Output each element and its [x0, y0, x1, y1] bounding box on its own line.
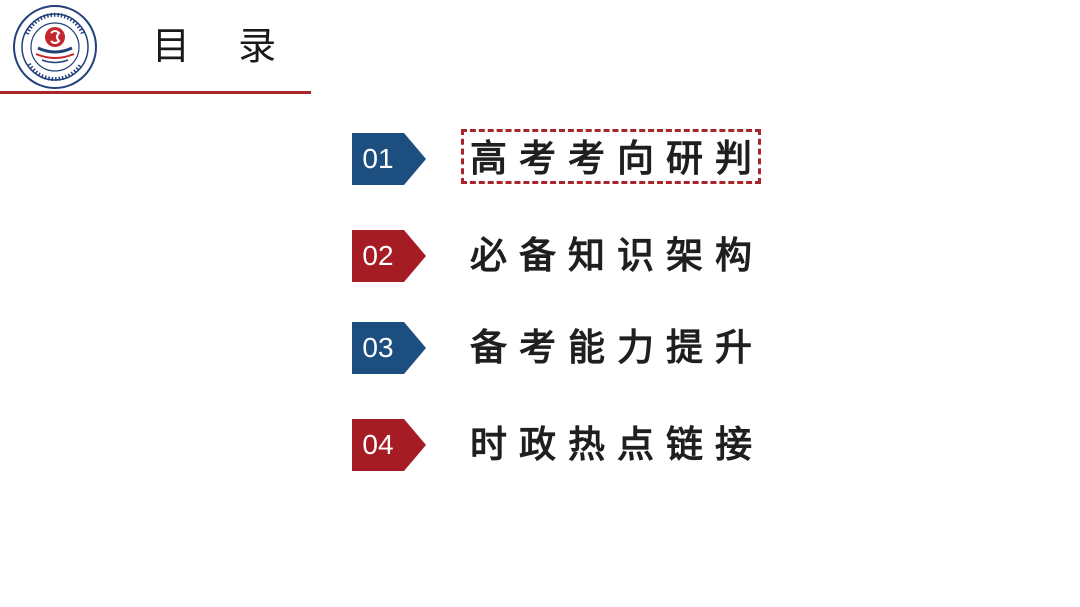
title-underline	[0, 91, 311, 94]
toc-number-badge: 03	[352, 322, 426, 374]
toc-item-3[interactable]: 03 备考能力提升	[352, 322, 802, 374]
toc-number-badge: 02	[352, 230, 426, 282]
page-title: 目 录	[152, 24, 295, 68]
toc-number-badge: 04	[352, 419, 426, 471]
school-emblem-icon	[12, 4, 98, 90]
toc-number: 04	[362, 429, 394, 460]
toc-label: 时政热点链接	[470, 423, 764, 466]
selection-highlight-box	[461, 129, 761, 184]
toc-label: 备考能力提升	[470, 326, 764, 369]
toc-item-1[interactable]: 01 高考考向研判	[352, 133, 802, 185]
toc-number-badge: 01	[352, 133, 426, 185]
toc-label: 必备知识架构	[470, 234, 764, 277]
toc-number: 03	[362, 332, 394, 363]
toc-number: 01	[362, 143, 394, 174]
toc-item-2[interactable]: 02 必备知识架构	[352, 230, 802, 282]
toc-label: 高考考向研判	[470, 137, 764, 180]
toc-item-4[interactable]: 04 时政热点链接	[352, 419, 802, 471]
toc-number: 02	[362, 240, 394, 271]
